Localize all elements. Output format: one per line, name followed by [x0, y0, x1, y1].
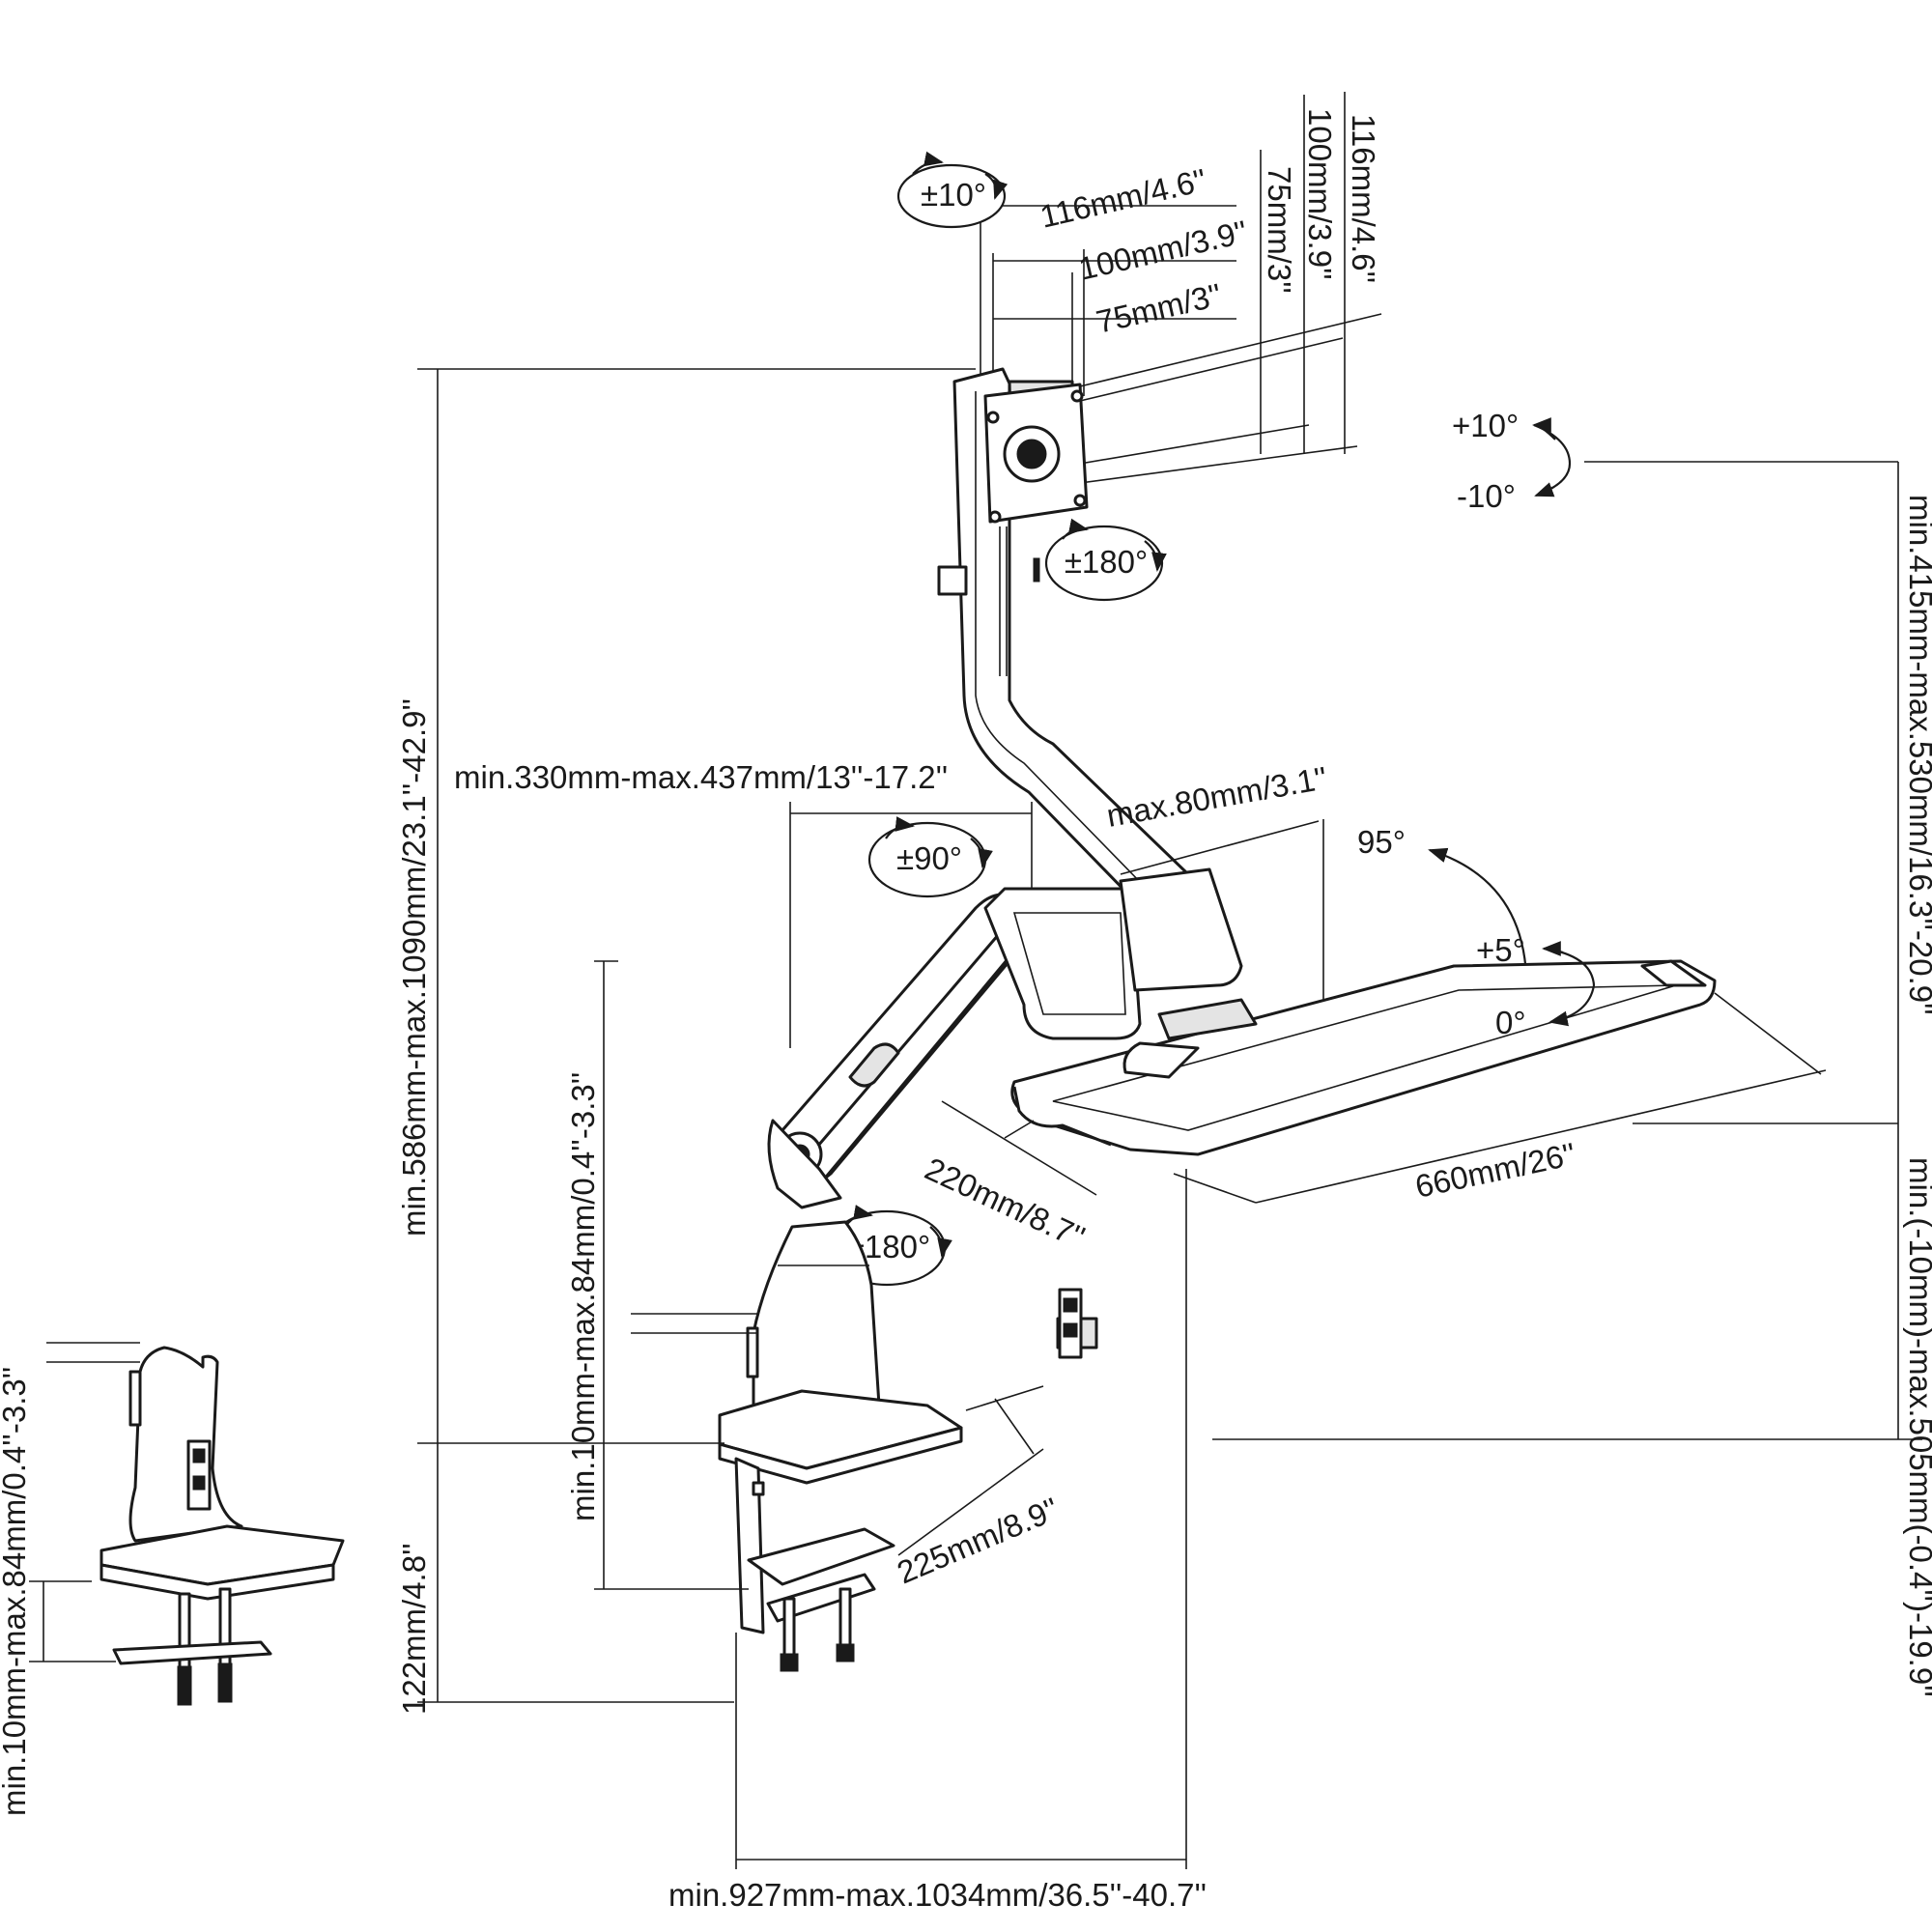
dim-base-height: 122mm/4.8''	[396, 1543, 432, 1715]
dim-vesa-116: 116mm/4.6''	[1037, 161, 1209, 234]
angle-swivel-monitor: ±180°	[1065, 544, 1148, 580]
inset-clamp-detail: min.10mm-max.84mm/0.4''-3.3''	[0, 1342, 345, 1816]
dim-keyboard-depth: 220mm/8.7''	[920, 1151, 1091, 1256]
angle-rotate-top: ±10°	[921, 177, 986, 213]
angle-tray-tilt-up: +5°	[1476, 932, 1525, 968]
dim-monitor-height-right: min.415mm-max.530mm/16.3''-20.9''	[1903, 495, 1932, 1015]
gas-spring-arm	[767, 867, 1243, 1209]
dim-keyboard-height-right: min.(-10mm)-max.505mm(-0.4'')-19.9''	[1903, 1157, 1932, 1697]
swivel-mid-indicator: ±90°	[867, 816, 993, 898]
dim-vesa-75-vertical: 75mm/3''	[1262, 166, 1297, 294]
dim-keyboard-width: 660mm/26''	[1412, 1136, 1579, 1205]
angle-swivel-mid: ±90°	[896, 840, 962, 876]
dim-height-range: min.586mm-max.1090mm/23.1''-42.9''	[396, 698, 432, 1236]
keyboard-tilt-angle: 95°	[1357, 824, 1528, 977]
monitor-post	[937, 367, 1190, 906]
right-height-dimensions: min.415mm-max.530mm/16.3''-20.9'' min.(-…	[1212, 462, 1932, 1697]
swivel-monitor-indicator: ±180°	[1044, 518, 1167, 602]
angle-tilt-up: +10°	[1452, 408, 1519, 443]
dim-clamp-range-inset: min.10mm-max.84mm/0.4''-3.3''	[0, 1367, 32, 1816]
dim-total-depth: min.927mm-max.1034mm/36.5''-40.7''	[668, 1877, 1207, 1913]
dim-vesa-116-vertical: 116mm/4.6''	[1346, 114, 1381, 283]
arm-reach-dimension: min.330mm-max.437mm/13''-17.2''	[454, 759, 1033, 1048]
tilt-indicator: +10° -10°	[1452, 408, 1898, 514]
keyboard-tray	[1010, 959, 1717, 1156]
clamp-base	[718, 1389, 963, 1672]
tray-tilt-indicator: +5° 0°	[1476, 932, 1596, 1040]
vesa-dimension-lines	[980, 92, 1382, 484]
total-depth-dimension: min.927mm-max.1034mm/36.5''-40.7''	[668, 1169, 1207, 1913]
dim-arm-reach: min.330mm-max.437mm/13''-17.2''	[454, 759, 948, 795]
dim-vesa-75: 75mm/3''	[1093, 276, 1225, 340]
angle-tilt-down: -10°	[1457, 478, 1516, 514]
rotate-top-indicator: ±10°	[896, 151, 1009, 229]
base-dimension-lines: min.10mm-max.84mm/0.4''-3.3'' 122mm/4.8'…	[396, 960, 1064, 1715]
dim-vesa-100-vertical: 100mm/3.9''	[1302, 108, 1338, 280]
dim-clamp-range: min.10mm-max.84mm/0.4''-3.3''	[565, 1072, 601, 1521]
dim-tray-gap: max.80mm/3.1''	[1104, 759, 1330, 834]
height-dimension: min.586mm-max.1090mm/23.1''-42.9''	[396, 368, 976, 1703]
angle-tray-tilt-zero: 0°	[1495, 1005, 1526, 1040]
angle-keyboard-tilt: 95°	[1357, 824, 1406, 860]
dim-vesa-100: 100mm/3.9''	[1075, 213, 1250, 287]
